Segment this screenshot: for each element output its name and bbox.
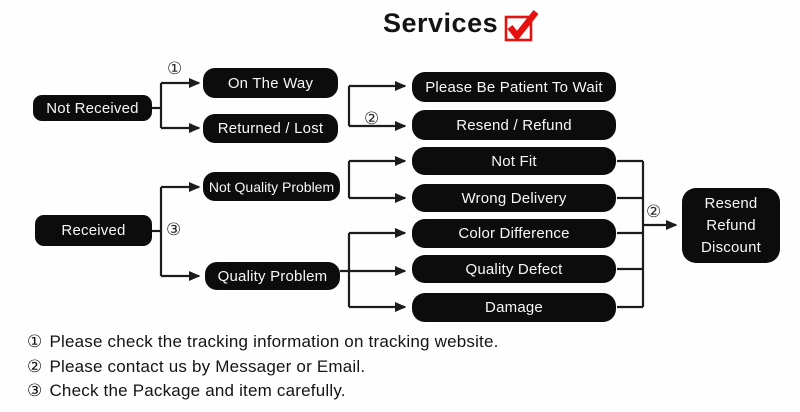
node-not-fit: Not Fit xyxy=(412,147,616,175)
node-on-the-way: On The Way xyxy=(203,68,338,98)
note-1: ① Please check the tracking information o… xyxy=(27,330,499,355)
node-received: Received xyxy=(35,215,152,246)
note-3: ③ Check the Package and item carefully. xyxy=(27,379,499,404)
step-marker-2: ② xyxy=(364,109,380,128)
note-1-marker: ① xyxy=(27,332,43,351)
node-damage: Damage xyxy=(412,293,616,322)
step-marker-1: ① xyxy=(167,59,183,78)
node-resend-refund-discount: Resend Refund Discount xyxy=(682,188,780,263)
node-please-be-patient: Please Be Patient To Wait xyxy=(412,72,616,102)
note-2-text: Please contact us by Messager or Email. xyxy=(49,356,366,376)
note-3-marker: ③ xyxy=(27,381,43,400)
step-marker-2b: ② xyxy=(646,202,662,221)
notes: ① Please check the tracking information o… xyxy=(27,330,499,404)
node-quality-problem: Quality Problem xyxy=(205,262,340,290)
node-returned-lost: Returned / Lost xyxy=(203,114,338,143)
node-not-quality-problem: Not Quality Problem xyxy=(203,172,340,201)
note-2: ② Please contact us by Messager or Email. xyxy=(27,355,499,380)
node-quality-defect: Quality Defect xyxy=(412,255,616,283)
node-not-received: Not Received xyxy=(33,95,152,121)
note-2-marker: ② xyxy=(27,356,43,376)
checkbox-icon xyxy=(504,10,539,42)
node-wrong-delivery: Wrong Delivery xyxy=(412,184,616,212)
page-title: Services xyxy=(383,8,499,38)
note-1-text: Please check the tracking information on… xyxy=(49,332,499,351)
node-resend-refund: Resend / Refund xyxy=(412,110,616,140)
node-color-difference: Color Difference xyxy=(412,219,616,248)
step-marker-3: ③ xyxy=(166,220,182,239)
note-3-text: Check the Package and item carefully. xyxy=(49,381,346,400)
